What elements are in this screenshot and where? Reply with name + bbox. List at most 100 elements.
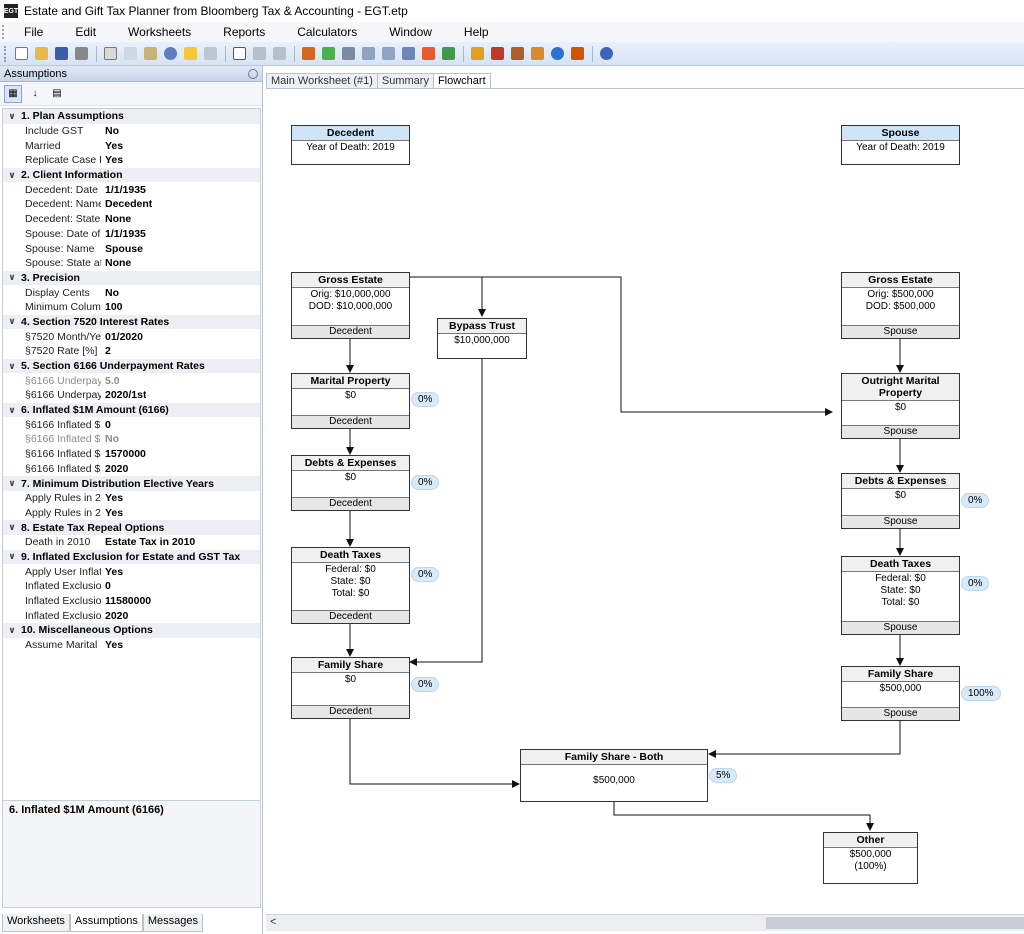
add-icon[interactable] <box>250 45 268 63</box>
property-value[interactable]: 1/1/1935 <box>105 183 146 196</box>
tab-main-worksheet[interactable]: Main Worksheet (#1) <box>266 73 378 88</box>
other-box[interactable]: Other $500,000(100%) <box>823 832 918 884</box>
print-preview-icon[interactable] <box>101 45 119 63</box>
chevron-down-icon[interactable]: ∨ <box>8 624 16 635</box>
property-row[interactable]: Minimum Column Width100 <box>3 300 260 315</box>
categorized-icon[interactable]: ▦ <box>4 84 22 103</box>
property-row[interactable]: Spouse: State at DeatNone <box>3 256 260 271</box>
property-row[interactable]: §7520 Month/Year01/2020 <box>3 329 260 344</box>
help-icon[interactable] <box>597 45 615 63</box>
property-row[interactable]: Inflated Exclusion Yea2020 <box>3 608 260 623</box>
menu-worksheets[interactable]: Worksheets <box>128 25 192 39</box>
property-row[interactable]: §7520 Rate [%]2 <box>3 344 260 359</box>
toolbar-grip[interactable] <box>4 45 8 62</box>
chevron-down-icon[interactable]: ∨ <box>8 522 16 533</box>
spouse-outright-marital-box[interactable]: Outright Marital Property $0 Spouse <box>841 373 960 439</box>
property-row[interactable]: Assume Marital ProperYes <box>3 638 260 653</box>
property-category[interactable]: ∨2. Client Information <box>3 167 260 183</box>
property-value[interactable]: No <box>105 125 119 138</box>
property-value[interactable]: No <box>105 286 119 299</box>
decedent-debts-box[interactable]: Debts & Expenses $0 Decedent <box>291 455 410 511</box>
arrow-left-icon[interactable] <box>359 45 377 63</box>
tab-messages[interactable]: Messages <box>142 914 203 932</box>
property-row[interactable]: §6166 Inflated $1M V1570000 <box>3 447 260 462</box>
chart-icon[interactable] <box>468 45 486 63</box>
property-value[interactable]: None <box>105 213 132 226</box>
calculator-icon[interactable] <box>201 45 219 63</box>
property-value[interactable]: Yes <box>105 565 124 578</box>
bar-chart-icon[interactable] <box>488 45 506 63</box>
property-category[interactable]: ∨1. Plan Assumptions <box>3 109 260 124</box>
decedent-box[interactable]: Decedent Year of Death: 2019 <box>291 125 410 165</box>
worksheet-icon[interactable] <box>299 45 317 63</box>
spouse-box[interactable]: Spouse Year of Death: 2019 <box>841 125 960 165</box>
house-icon[interactable] <box>528 45 546 63</box>
sort-alpha-icon[interactable]: ↓ <box>32 88 38 99</box>
property-value[interactable]: 01/2020 <box>105 330 143 343</box>
report-icon[interactable] <box>419 45 437 63</box>
property-value[interactable]: Decedent <box>105 198 153 211</box>
family-share-both-box[interactable]: Family Share - Both $500,000 <box>520 749 708 802</box>
property-row[interactable]: §6166 Inflated $1M RNo <box>3 432 260 447</box>
property-row[interactable]: Spouse: Date of Birth1/1/1935 <box>3 227 260 242</box>
arrow-right-icon[interactable] <box>379 45 397 63</box>
new-icon[interactable] <box>12 45 30 63</box>
save-icon[interactable] <box>52 45 70 63</box>
property-value[interactable]: None <box>105 257 132 270</box>
property-value[interactable]: 1570000 <box>105 448 146 461</box>
decedent-family-share-box[interactable]: Family Share $0 Decedent <box>291 657 410 719</box>
property-value[interactable]: Spouse <box>105 242 143 255</box>
note-icon[interactable] <box>181 45 199 63</box>
property-value[interactable]: 2020 <box>105 609 129 622</box>
menu-reports[interactable]: Reports <box>223 25 266 39</box>
gift-icon[interactable] <box>319 45 337 63</box>
property-pages-icon[interactable]: ▤ <box>52 88 62 99</box>
tab-flowchart[interactable]: Flowchart <box>432 73 491 88</box>
print-icon[interactable] <box>72 45 90 63</box>
property-row[interactable]: Apply Rules in 2001Yes <box>3 491 260 506</box>
undo-icon[interactable] <box>161 45 179 63</box>
property-category[interactable]: ∨5. Section 6166 Underpayment Rates <box>3 358 260 374</box>
menu-file[interactable]: File <box>24 25 44 39</box>
chevron-down-icon[interactable]: ∨ <box>8 272 16 283</box>
property-value[interactable]: 0 <box>105 580 111 593</box>
property-value[interactable]: 2020/1st <box>105 389 147 402</box>
property-value[interactable]: Yes <box>105 154 124 167</box>
tab-summary[interactable]: Summary <box>376 73 434 88</box>
property-value[interactable]: Yes <box>105 492 124 505</box>
menu-calculators[interactable]: Calculators <box>297 25 358 39</box>
property-value[interactable]: 5.0 <box>105 374 120 387</box>
property-value[interactable]: 100 <box>105 301 123 314</box>
property-value[interactable]: No <box>105 433 119 446</box>
property-category[interactable]: ∨10. Miscellaneous Options <box>3 623 260 638</box>
decedent-marital-property-box[interactable]: Marital Property $0 Decedent <box>291 373 410 429</box>
transfer-icon[interactable] <box>399 45 417 63</box>
chevron-down-icon[interactable]: ∨ <box>8 478 16 489</box>
property-row[interactable]: Decedent: Date of Birt1/1/1935 <box>3 182 260 197</box>
drop-icon[interactable] <box>548 45 566 63</box>
property-row[interactable]: Inflated Exclusion Amc11580000 <box>3 594 260 609</box>
copy-icon[interactable] <box>121 45 139 63</box>
property-row[interactable]: Inflated Exclusion Rat0 <box>3 579 260 594</box>
chevron-down-icon[interactable]: ∨ <box>8 360 16 371</box>
property-row[interactable]: Apply User Inflation AYes <box>3 564 260 579</box>
property-value[interactable]: Yes <box>105 639 124 652</box>
property-row[interactable]: Replicate Case DataYes <box>3 153 260 168</box>
spouse-family-share-box[interactable]: Family Share $500,000 Spouse <box>841 666 960 721</box>
property-category[interactable]: ∨7. Minimum Distribution Elective Years <box>3 476 260 491</box>
chevron-down-icon[interactable]: ∨ <box>8 110 16 121</box>
pin-icon[interactable] <box>248 68 258 79</box>
book-icon[interactable] <box>439 45 457 63</box>
property-value[interactable]: Yes <box>105 506 124 519</box>
remove-icon[interactable] <box>270 45 288 63</box>
open-icon[interactable] <box>32 45 50 63</box>
property-category[interactable]: ∨9. Inflated Exclusion for Estate and GS… <box>3 549 260 565</box>
property-row[interactable]: §6166 Inflated $1M R0 <box>3 417 260 432</box>
family-icon[interactable] <box>508 45 526 63</box>
property-value[interactable]: 2 <box>105 345 111 358</box>
